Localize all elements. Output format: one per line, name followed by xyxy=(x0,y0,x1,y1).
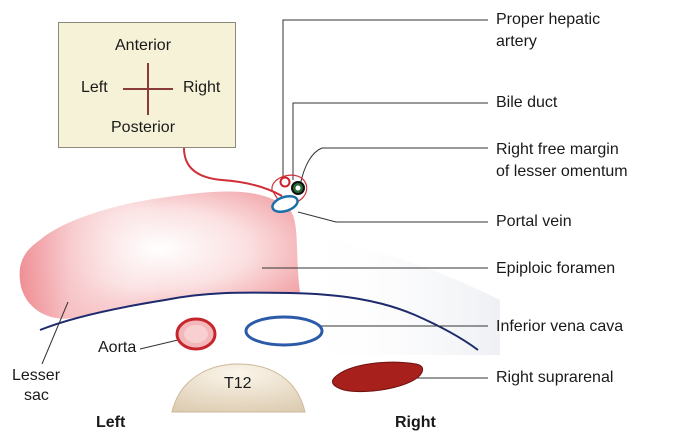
label-right-suprarenal: Right suprarenal xyxy=(496,368,613,388)
orientation-cross-vertical xyxy=(147,63,149,115)
right-suprarenal xyxy=(332,362,422,391)
label-lesser-sac-line2: sac xyxy=(24,386,49,406)
orientation-box: Anterior Posterior Left Right xyxy=(58,22,236,148)
lesser-omentum-line xyxy=(184,148,282,196)
label-lesser-sac-line1: Lesser xyxy=(12,366,60,386)
label-aorta: Aorta xyxy=(98,338,136,358)
label-t12: T12 xyxy=(224,374,252,394)
orientation-posterior: Posterior xyxy=(111,119,175,137)
label-proper-hepatic-artery-line1: Proper hepatic xyxy=(496,10,600,30)
aorta-lumen xyxy=(184,325,208,343)
portal-vein xyxy=(270,193,299,214)
label-bile-duct: Bile duct xyxy=(496,93,557,113)
posterior-wall-shade xyxy=(300,232,500,355)
orientation-left: Left xyxy=(81,79,108,97)
label-epiploic-foramen: Epiploic foramen xyxy=(496,259,615,279)
side-left: Left xyxy=(96,414,125,432)
label-portal-vein: Portal vein xyxy=(496,212,572,232)
lesser-sac-shade xyxy=(20,198,160,319)
label-free-margin-line1: Right free margin xyxy=(496,140,619,160)
side-right: Right xyxy=(395,414,436,432)
label-free-margin-line2: of lesser omentum xyxy=(496,162,628,182)
label-inferior-vena-cava: Inferior vena cava xyxy=(496,317,623,337)
label-proper-hepatic-artery-line2: artery xyxy=(496,32,537,52)
inferior-vena-cava xyxy=(246,317,322,345)
proper-hepatic-artery xyxy=(281,178,290,187)
bile-duct-lumen xyxy=(296,186,301,191)
orientation-right: Right xyxy=(183,79,220,97)
orientation-anterior: Anterior xyxy=(115,37,171,55)
